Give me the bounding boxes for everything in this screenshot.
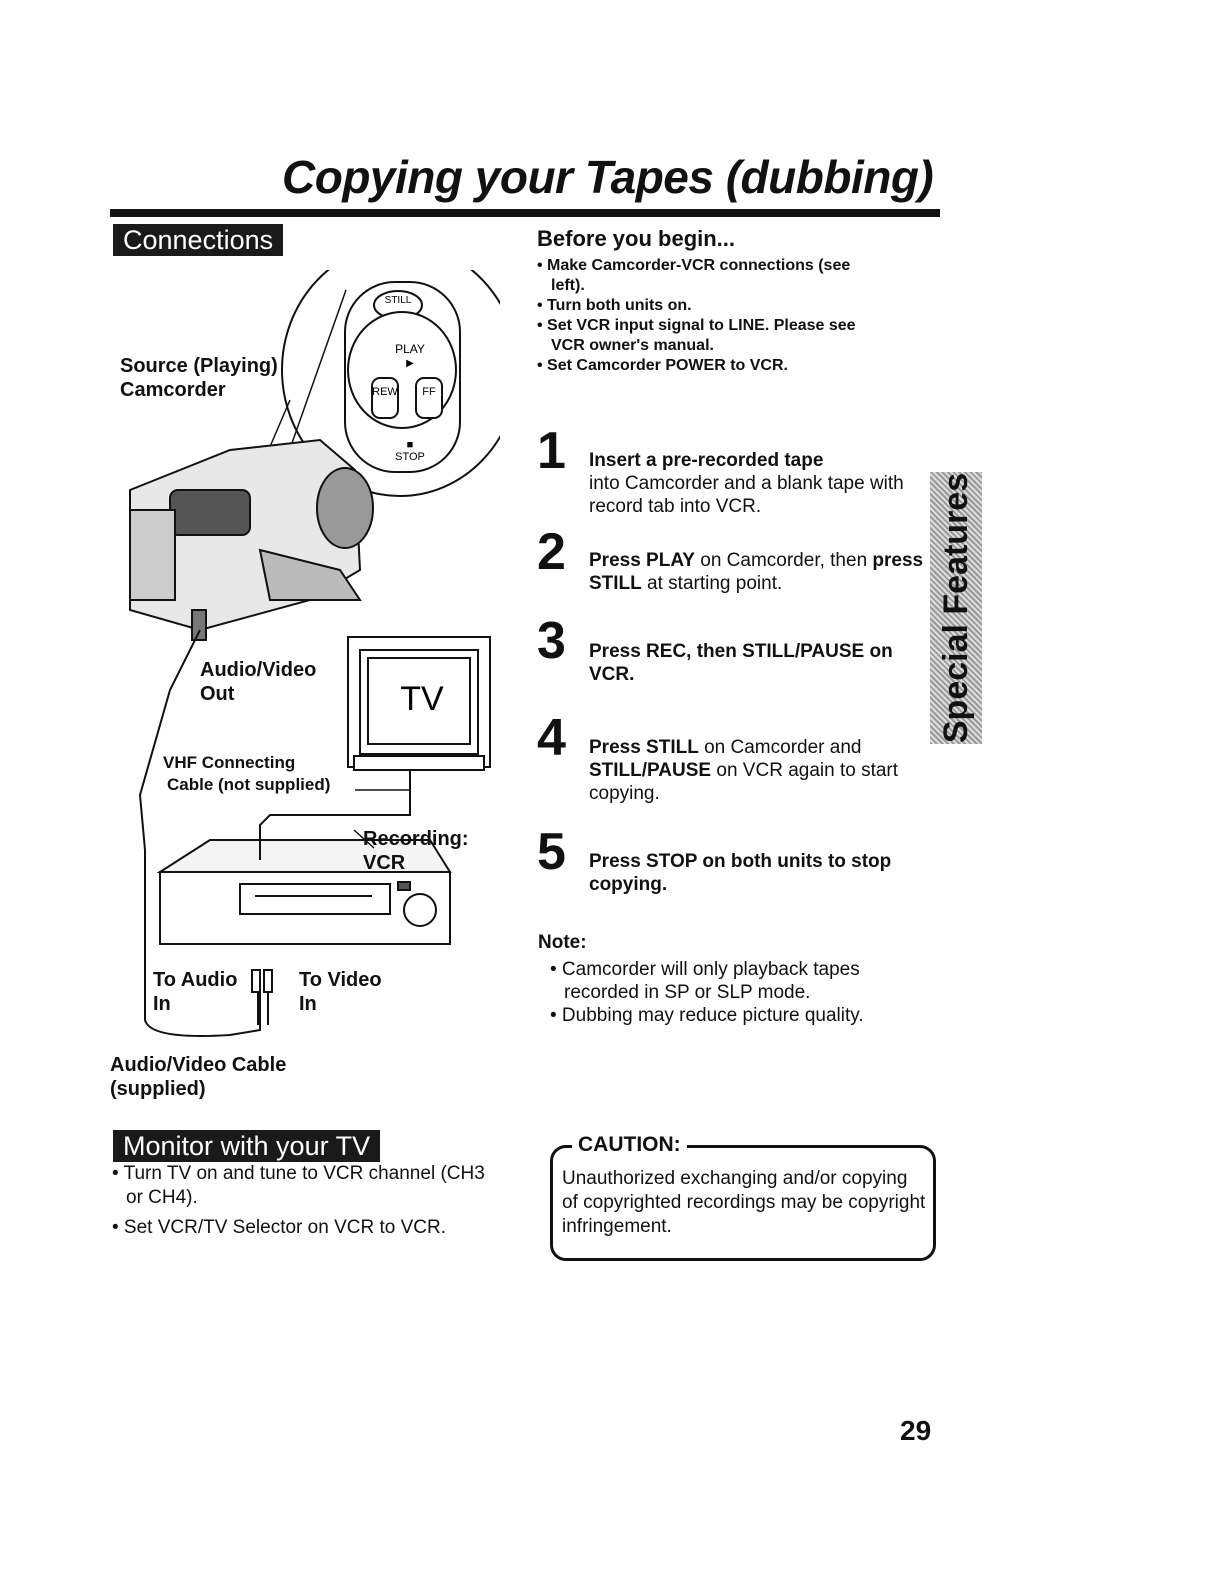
before-you-begin: Before you begin... • Make Camcorder-VCR…	[537, 226, 877, 376]
av-cable-label: Audio/Video Cable(supplied)	[110, 1054, 287, 1100]
step-number: 3	[537, 612, 566, 670]
side-tab: Special Features	[930, 472, 982, 744]
before-item: • Set Camcorder POWER to VCR.	[537, 357, 788, 374]
monitor-item: • Turn TV on and tune to VCR channel (CH…	[112, 1163, 485, 1208]
camcorder-illustration	[129, 438, 374, 641]
vcr-illustration	[156, 839, 452, 945]
av-plugs	[251, 969, 273, 1025]
page-number: 29	[900, 1415, 932, 1446]
page-title: Copying your Tapes (dubbing)	[282, 151, 934, 203]
ff-button-label: FF	[422, 386, 436, 398]
rew-button	[371, 377, 399, 419]
caution-box	[550, 1145, 936, 1261]
source-camcorder-label: Source (Playing)Camcorder	[120, 355, 278, 401]
note-item: • Camcorder will only playback tapes rec…	[550, 959, 860, 1003]
monitor-heading: Monitor with your TV	[113, 1130, 381, 1162]
recording-vcr-label: Recording:VCR	[363, 828, 469, 874]
stop-button-label: STOP	[395, 451, 425, 463]
step-text: into Camcorder and a blank tape with rec…	[589, 473, 904, 517]
before-item: • Make Camcorder-VCR connections (see le…	[537, 257, 851, 294]
before-item: • Turn both units on.	[537, 297, 692, 314]
still-button-label: STILL	[385, 295, 412, 306]
note-section: Note: • Camcorder will only playback tap…	[538, 932, 918, 1027]
connection-diagram: STILL PLAY ▶ REW FF ■ STOP TV	[129, 270, 500, 1037]
step-number: 4	[537, 709, 566, 767]
note-heading: Note:	[538, 932, 587, 953]
step-number: 1	[537, 422, 566, 480]
ff-button	[415, 377, 443, 419]
play-button-label: PLAY	[395, 342, 425, 356]
step-number: 5	[537, 823, 566, 881]
tv-label: TV	[400, 680, 444, 718]
svg-text:▶: ▶	[406, 358, 414, 369]
before-heading: Before you begin...	[537, 226, 736, 251]
before-item: • Set VCR input signal to LINE. Please s…	[537, 317, 856, 354]
step-number: 2	[537, 523, 566, 581]
connections-heading: Connections	[113, 224, 284, 256]
caution-text: Unauthorized exchanging and/or copying o…	[562, 1168, 926, 1237]
monitor-section: • Turn TV on and tune to VCR channel (CH…	[112, 1162, 492, 1246]
rew-button-label: REW	[372, 386, 398, 398]
tv-illustration	[347, 636, 491, 771]
svg-text:■: ■	[407, 439, 414, 451]
caution-heading: CAUTION:	[572, 1133, 687, 1157]
side-tab-label: Special Features	[937, 472, 975, 744]
step-bold: Insert a pre-recorded tape	[589, 450, 824, 471]
title-rule	[110, 209, 940, 217]
monitor-item: • Set VCR/TV Selector on VCR to VCR.	[112, 1217, 446, 1238]
note-item: • Dubbing may reduce picture quality.	[550, 1005, 864, 1026]
